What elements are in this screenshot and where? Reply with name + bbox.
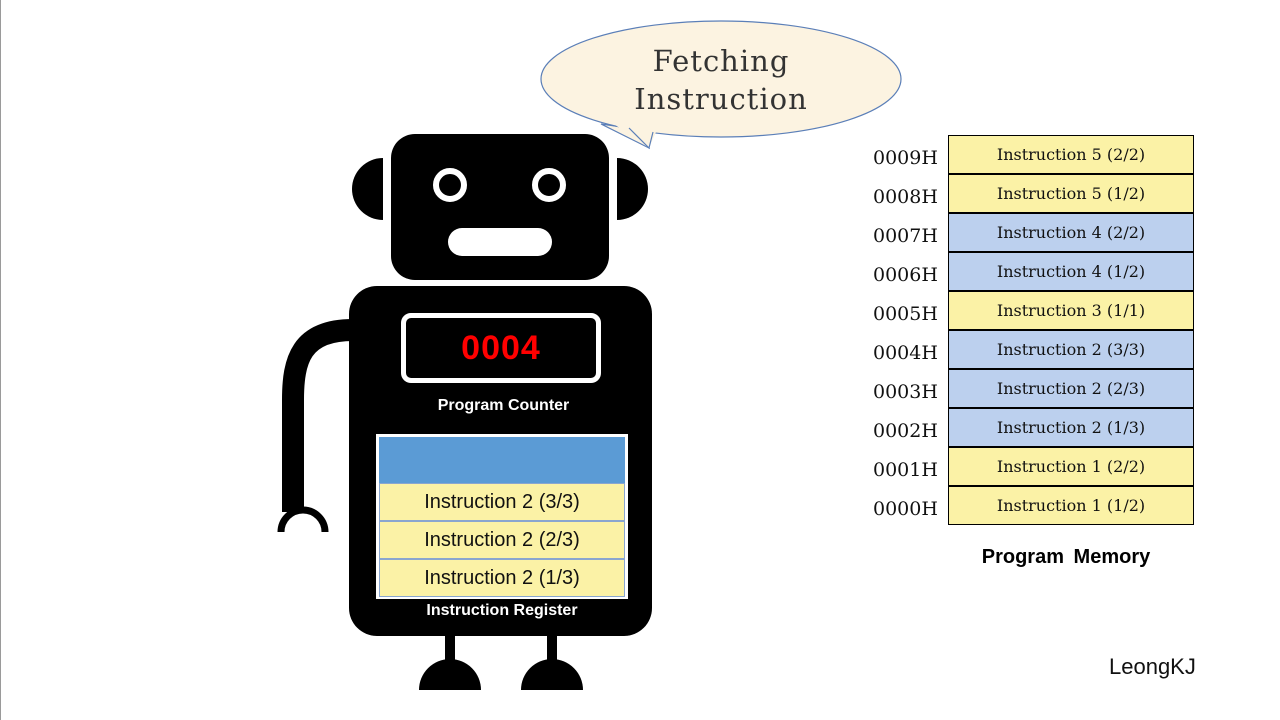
instruction-register-row: Instruction 2 (3/3) [379,483,625,521]
memory-cell: Instruction 5 (2/2) [948,135,1194,174]
instruction-register-label: Instruction Register [426,602,578,619]
right-leg [547,632,557,664]
memory-address: 0002H [873,419,938,442]
right-eye [532,168,566,202]
memory-cell: Instruction 2 (2/3) [948,369,1194,408]
speech-line-2: Instruction [634,82,808,116]
memory-address: 0003H [873,380,938,403]
memory-cell: Instruction 1 (1/2) [948,486,1194,525]
program-counter-label: Program Counter [437,397,570,414]
program-counter-value: 0004 [461,328,541,367]
speech-bubble-text: Fetching Instruction [601,42,841,118]
memory-address: 0007H [873,224,938,247]
author-signature: LeongKJ [1109,654,1196,679]
robot-head [391,134,609,280]
memory-cell: Instruction 1 (2/2) [948,447,1194,486]
program-counter-display: 0004 [401,313,601,383]
program-memory-title: Program Memory [981,546,1151,568]
speech-line-1: Fetching [652,44,790,78]
memory-address: 0006H [873,263,938,286]
robot-mouth [448,228,552,256]
memory-cell: Instruction 4 (1/2) [948,252,1194,291]
instruction-register-row: Instruction 2 (2/3) [379,521,625,559]
robot-hand [277,506,329,533]
left-eye [433,168,467,202]
speech-bubble [540,20,902,150]
memory-address: 0000H [873,497,938,520]
memory-address: 0004H [873,341,938,364]
robot-arm [282,319,354,512]
left-ear [352,158,383,220]
instruction-register: Instruction 2 (3/3) Instruction 2 (2/3) … [376,434,628,599]
right-foot [521,659,583,690]
memory-cell: Instruction 2 (1/3) [948,408,1194,447]
left-leg [445,632,455,664]
memory-cell: Instruction 3 (1/1) [948,291,1194,330]
memory-cell: Instruction 4 (2/2) [948,213,1194,252]
speech-bubble-body [540,20,902,138]
memory-address: 0009H [873,146,938,169]
memory-address: 0008H [873,185,938,208]
memory-address: 0005H [873,302,938,325]
memory-address: 0001H [873,458,938,481]
memory-cell: Instruction 5 (1/2) [948,174,1194,213]
instruction-register-empty-slot [379,437,625,483]
right-ear [617,158,648,220]
instruction-register-row: Instruction 2 (1/3) [379,559,625,597]
left-foot [419,659,481,690]
memory-cell: Instruction 2 (3/3) [948,330,1194,369]
